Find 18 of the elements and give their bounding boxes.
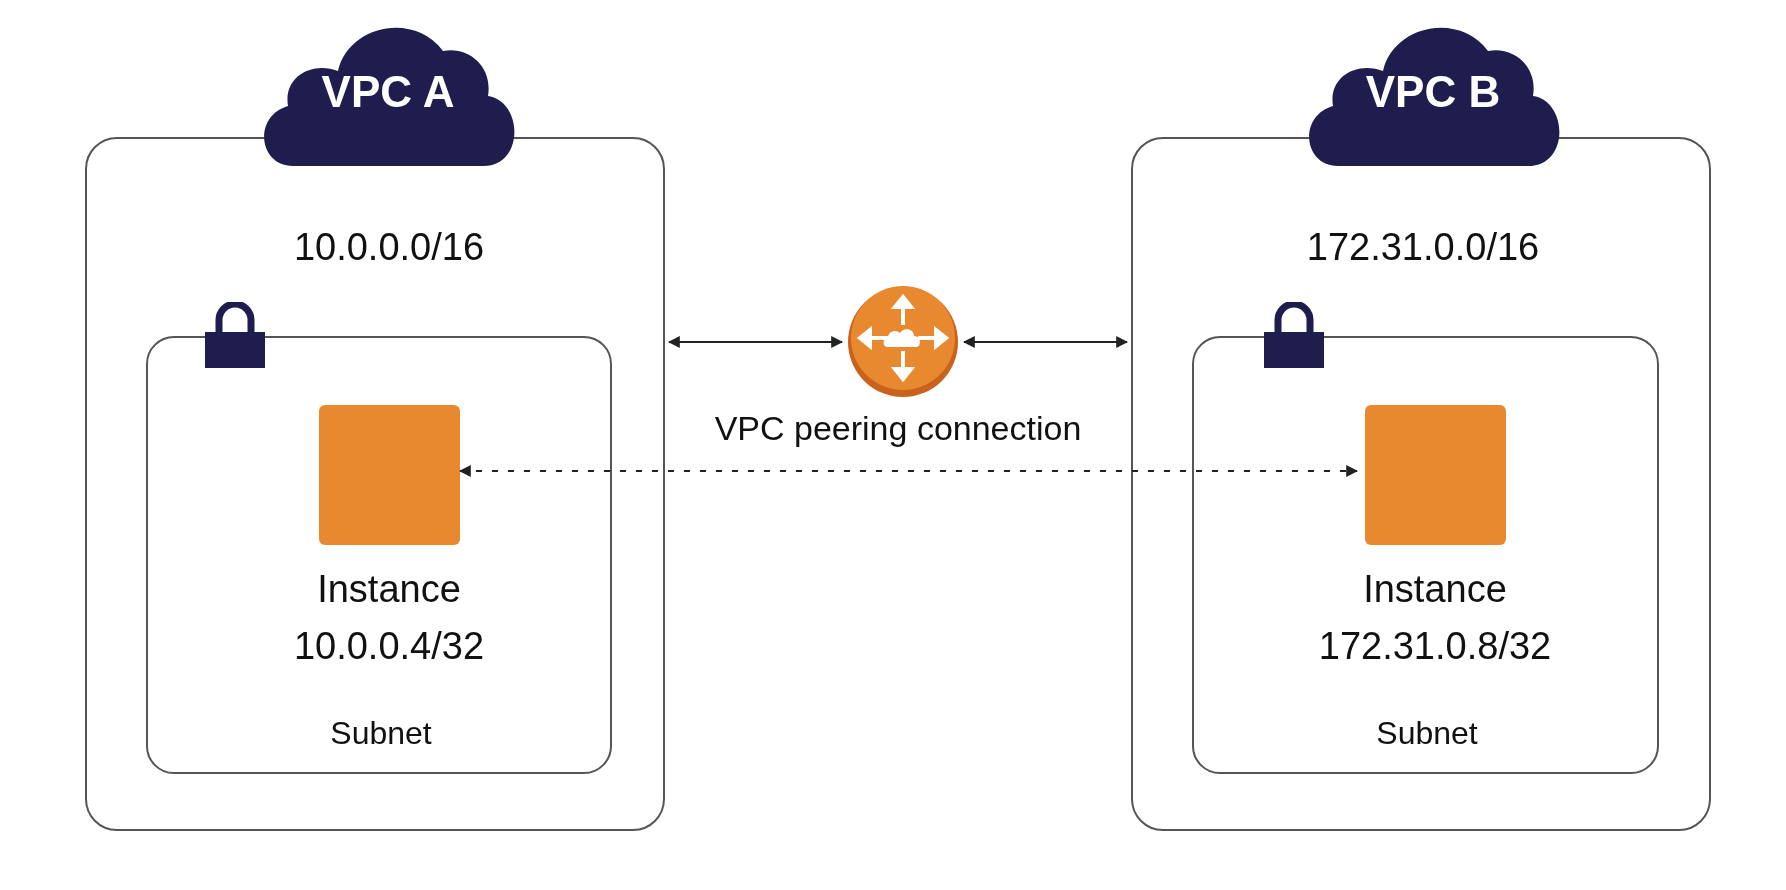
cidr-label: 10.0.0.0/16 — [293, 227, 485, 269]
vpc-box — [1131, 137, 1711, 831]
cidr-label: 172.31.0.0/16 — [1306, 227, 1540, 269]
vpc-name: VPC B — [1365, 66, 1501, 117]
subnet-box — [146, 336, 612, 774]
subnet-box — [1192, 336, 1659, 774]
instance-label: 172.31.0.8/32 — [1318, 626, 1552, 668]
vpc-box — [85, 137, 665, 831]
instance-label: Instance — [317, 569, 461, 611]
instance-label: Instance — [1363, 569, 1507, 611]
arrow — [667, 336, 844, 348]
subnet-label: Subnet — [330, 716, 432, 752]
connection-label: VPC peering connection — [714, 410, 1082, 448]
instance-label: 10.0.0.4/32 — [293, 626, 485, 668]
dashed-arrow — [458, 465, 1359, 477]
vpc-name: VPC A — [321, 66, 455, 117]
arrow — [962, 336, 1129, 348]
subnet-label: Subnet — [1376, 716, 1478, 752]
